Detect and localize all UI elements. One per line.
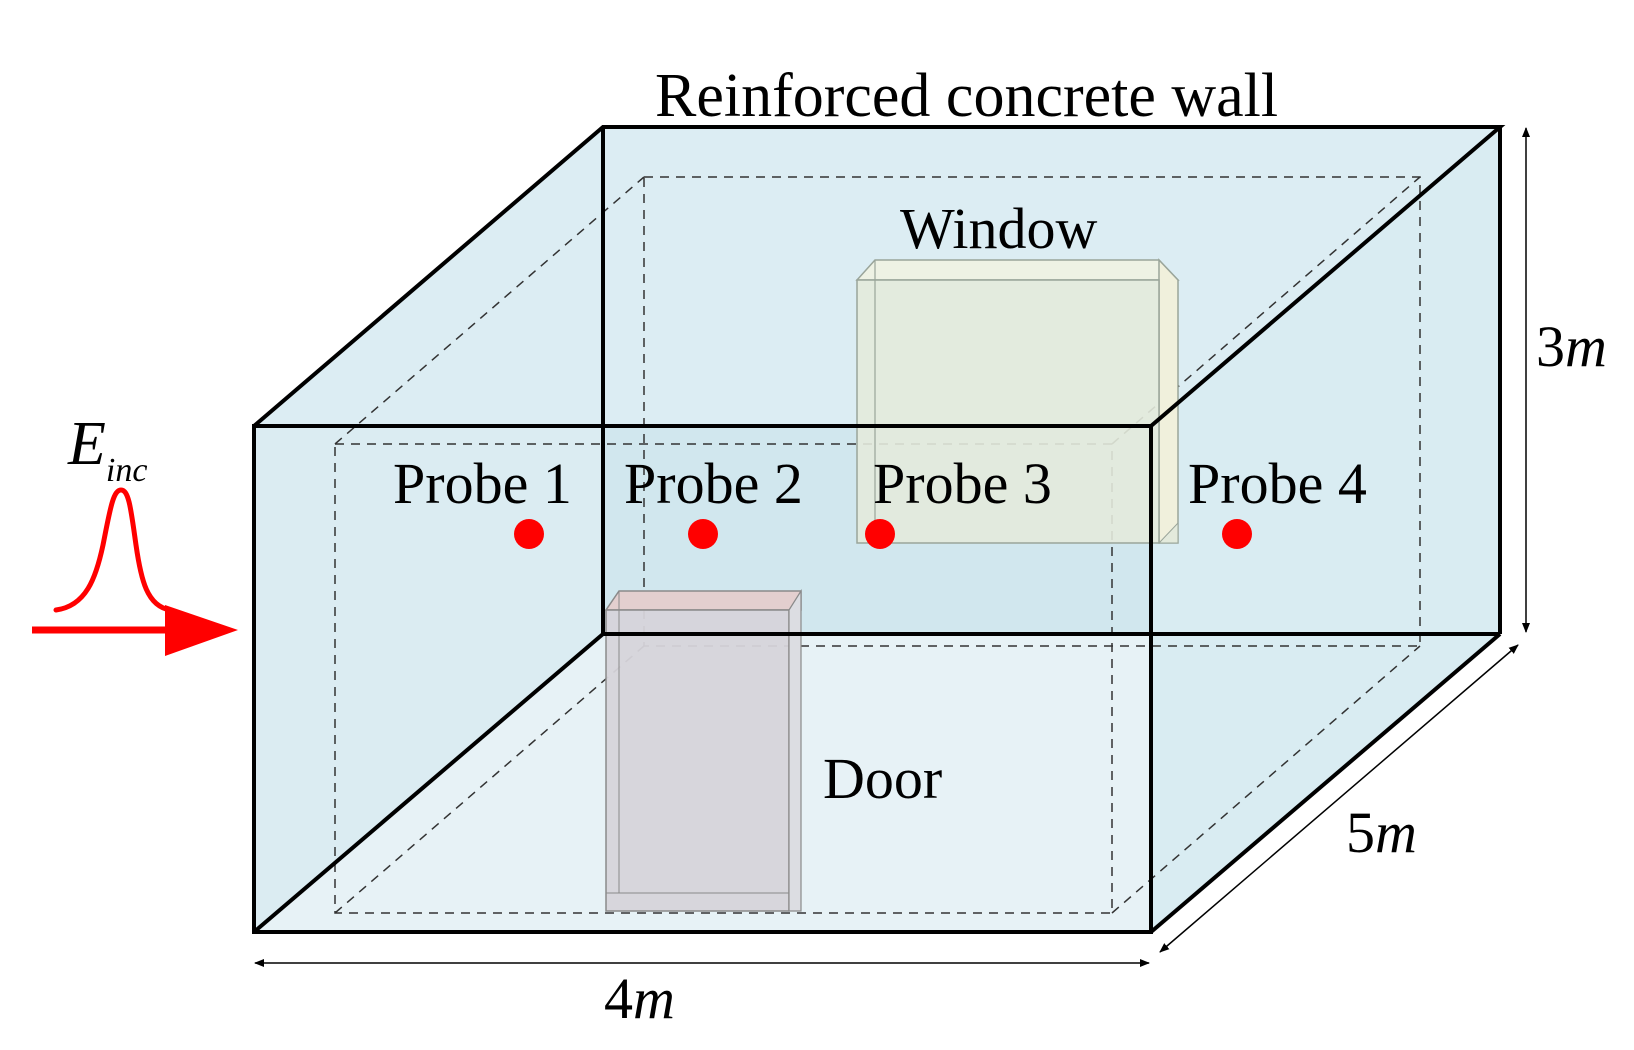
depth-dimension-label: 5m <box>1346 800 1417 865</box>
window-label: Window <box>900 196 1098 261</box>
depth-dimension-line <box>1159 644 1519 953</box>
door-block <box>604 588 802 912</box>
gaussian-pulse-icon <box>53 487 173 613</box>
probe-1-label: Probe 1 <box>393 451 572 516</box>
incident-field-symbol: E <box>67 410 106 478</box>
incident-field-subscript: inc <box>106 452 148 489</box>
probe-4-marker <box>1222 519 1252 549</box>
probe-4-label: Probe 4 <box>1188 451 1367 516</box>
probe-2-marker <box>688 519 718 549</box>
title: Reinforced concrete wall <box>655 62 1278 130</box>
window-block <box>855 258 1180 544</box>
width-dimension-label: 4m <box>604 966 675 1031</box>
incident-field-label: Einc <box>67 410 147 489</box>
incident-arrow-icon <box>32 605 238 656</box>
probe-3-label: Probe 3 <box>873 451 1052 516</box>
door-label: Door <box>823 746 942 811</box>
probe-1-marker <box>514 519 544 549</box>
probe-2-label: Probe 2 <box>624 451 803 516</box>
height-dimension-label: 3m <box>1536 314 1607 379</box>
probe-3-marker <box>865 519 895 549</box>
